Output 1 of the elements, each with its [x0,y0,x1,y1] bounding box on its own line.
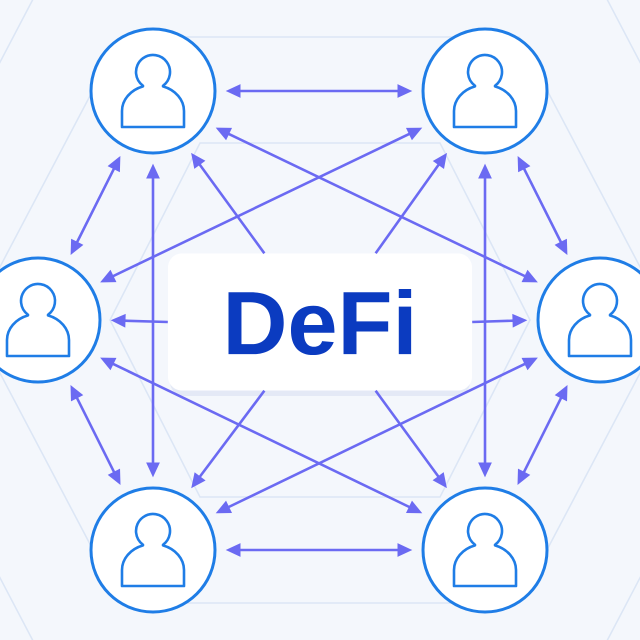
text-box: DeFi [168,254,472,396]
